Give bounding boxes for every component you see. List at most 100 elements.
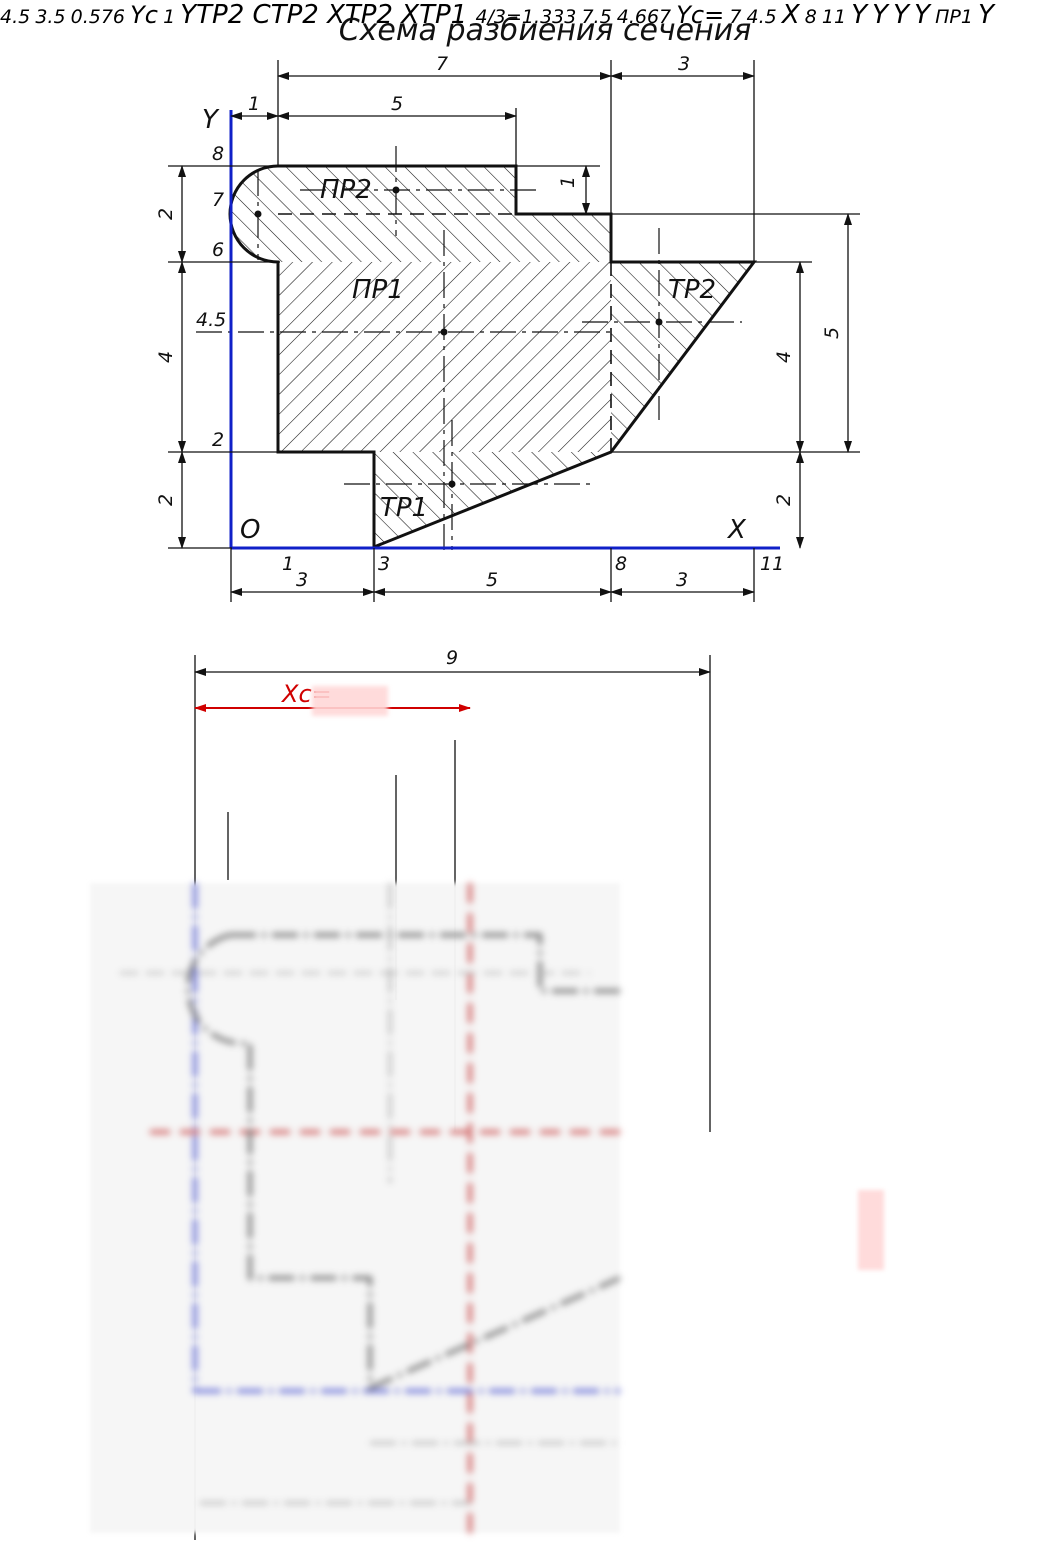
redacted-xc-value <box>312 686 388 716</box>
dimension-value: 4.667 <box>616 6 672 28</box>
centroid-point <box>448 480 456 488</box>
dimension-value: 4 <box>773 351 795 363</box>
section-outline <box>228 164 758 550</box>
y-tick-label: 4.5 <box>196 309 226 331</box>
centroid-point <box>440 328 448 336</box>
top-diagram: ПР1 ПР2 ТР1 ТР2 Y X O 7 3 1 5 <box>155 53 860 602</box>
x-tick-label: 3 <box>378 553 390 575</box>
region-label: ТР2 <box>668 275 716 305</box>
dimension-value: 5 <box>821 327 843 339</box>
x-tick-label: 11 <box>760 553 784 575</box>
dimension-value: 4/3=1.333 <box>475 6 577 28</box>
region-label: ПР1 <box>352 275 404 305</box>
axis-letter: Y <box>180 0 197 30</box>
region-label: ПР2 <box>320 175 372 205</box>
origin-label: O <box>240 515 260 545</box>
region-label: ТР1 <box>380 493 428 523</box>
centroid-point <box>655 318 663 326</box>
dimension-value: 7 <box>436 53 448 75</box>
subscript: TP2 <box>344 0 393 30</box>
dimension-value: 5 <box>486 569 498 591</box>
centroid-point <box>254 210 262 218</box>
dimension-value: 4.5 <box>0 6 31 28</box>
y-tp2-label: YTP2 <box>180 0 252 30</box>
dimension-value: 4.5 <box>746 6 777 28</box>
partial-label: Y <box>893 0 910 30</box>
yc-axis: Yc 1 YTP2 CTP2 XTP2 XTP1 <box>90 0 994 1533</box>
dimension-value: 7.5 <box>581 6 612 28</box>
section-outline: 1 YTP2 CTP2 XTP2 XTP1 4/3=1.333 7.5 4.66… <box>90 0 994 1533</box>
dimension-value: 2 <box>773 494 795 506</box>
x-tick-label: 1 <box>282 553 294 575</box>
dimension-line: 7.5 4.667 Yc= 7 4.5 X 8 11 Y Y Y Y ПР1 Y <box>90 0 994 1533</box>
dimension-line: 7 4.5 X 8 11 Y Y Y Y ПР1 Y const data = … <box>90 0 994 1533</box>
dimension-line: 4.5 X 8 11 Y Y Y Y ПР1 Y const data = JS… <box>90 0 994 1533</box>
centroid-point <box>392 186 400 194</box>
half-circle-fill <box>230 166 278 262</box>
extension-line: 4/3=1.333 7.5 4.667 Yc= 7 4.5 X 8 11 Y Y… <box>90 0 994 1533</box>
dimension-value: 1 <box>163 6 176 28</box>
x-tick-label: 8 <box>804 6 817 28</box>
dimension-line: 7.5 4.667 Yc= 7 4.5 X 8 11 Y Y Y Y ПР1 Y <box>90 0 994 1533</box>
drawing-title: Схема разбиения сечения <box>339 13 752 48</box>
dimension-value: 1 <box>557 176 579 188</box>
x-tick-label: 11 <box>821 6 847 28</box>
centroid-point: 1 YTP2 CTP2 XTP2 XTP1 4/3=1.333 7.5 4.66… <box>90 0 994 1533</box>
dimension-value: 7 <box>729 6 742 28</box>
extension-line: 4/3=1.333 7.5 4.667 Yc= 7 4.5 X 8 11 Y Y… <box>90 0 994 1533</box>
dimension-value: 5 <box>391 93 403 115</box>
dimension-value: 0.576 <box>70 6 126 28</box>
y-tick-label: 8 <box>212 143 224 165</box>
dimension-line: 0.576 Yc 1 YTP2 CTP2 XTP2 XTP1 <box>70 0 994 1533</box>
dimension-value: 1 <box>248 93 260 115</box>
axis-letter: C <box>252 0 271 30</box>
x-tick-label: 8 <box>615 553 627 575</box>
x-tp2-label: XTP2 <box>327 0 401 30</box>
xc-axis: 1 YTP2 CTP2 XTP2 XTP1 4/3=1.333 7.5 4.66… <box>90 0 994 1533</box>
axis-letter: X <box>327 0 345 30</box>
divider-line: 1 YTP2 CTP2 XTP2 XTP1 4/3=1.333 7.5 4.66… <box>90 0 994 1533</box>
yc-dimension-line: Yc= 7 4.5 X 8 11 Y Y Y Y ПР1 Y const dat… <box>90 0 994 1533</box>
axis-letter: X <box>401 0 420 30</box>
partial-label: Y <box>872 0 889 30</box>
y-axis-label: Y <box>202 105 220 135</box>
extension-line: 4/3=1.333 7.5 4.667 Yc= 7 4.5 X 8 11 Y Y… <box>90 0 994 1533</box>
subscript: TP1 <box>419 0 468 30</box>
y-axis-label: Y <box>851 0 868 30</box>
dimension-line: 4/3=1.333 7.5 4.667 Yc= 7 4.5 X 8 11 Y Y… <box>90 0 994 1533</box>
c-tp2-label: CTP2 <box>253 0 328 30</box>
dimension-value: 2 <box>155 494 177 506</box>
center-line: 1 YTP2 CTP2 XTP2 XTP1 4/3=1.333 7.5 4.66… <box>90 0 994 1533</box>
blurred-outline <box>185 933 621 1392</box>
partial-label: Y <box>978 0 994 30</box>
leader-line: 4/3=1.333 7.5 4.667 Yc= 7 4.5 X 8 11 Y Y… <box>90 0 994 1533</box>
dimension-value: 3.5 <box>35 6 66 28</box>
dimension-line: 3.5 0.576 Yc 1 YTP2 CTP2 XTP2 <box>35 0 994 1533</box>
blurred-area <box>90 883 621 1533</box>
partial-label-sub: ПР1 <box>935 6 973 28</box>
dimension-line: 4.667 Yc= 7 4.5 X 8 11 Y Y Y Y ПР1 Y con… <box>90 0 994 1533</box>
x-axis-label: X <box>726 515 747 545</box>
dimension-line: 0.576 Yc 1 YTP2 CTP2 XTP2 XTP1 <box>70 0 994 1533</box>
yc-axis-label: Yc <box>130 1 158 29</box>
extension-line: 4/3=1.333 7.5 4.667 Yc= 7 4.5 X 8 11 Y Y… <box>90 0 994 1533</box>
y-tick-label: 7 <box>212 189 224 211</box>
yc-label: Yc= <box>676 1 725 29</box>
x-tp1-label: XTP1 <box>401 0 475 30</box>
y-tick-label: 6 <box>212 239 224 261</box>
dimension-line: 1 YTP2 CTP2 XTP2 XTP1 4/3=1.333 7.5 4.66… <box>90 0 994 1533</box>
dimension-value: 9 <box>446 647 458 669</box>
divider-line: 1 YTP2 CTP2 XTP2 XTP1 4/3=1.333 7.5 4.66… <box>90 0 994 1533</box>
dimension-value: 4 <box>155 351 177 363</box>
x-axis-label: X <box>781 0 800 30</box>
center-line: 1 YTP2 CTP2 XTP2 XTP1 4/3=1.333 7.5 4.66… <box>90 0 994 1533</box>
partial-label: Y <box>914 0 931 30</box>
extension-line: 1 YTP2 CTP2 XTP2 XTP1 4/3=1.333 7.5 4.66… <box>90 0 994 1533</box>
subscript: TP2 <box>270 0 319 30</box>
dimension-value: 3 <box>676 569 688 591</box>
dimension-line: 4.5 3.5 0.576 Yc 1 YTP2 CTP2 XTP2 <box>0 0 994 1533</box>
x-axis: X 8 11 Y Y Y Y ПР1 Y const data = JSON.p… <box>90 0 994 1533</box>
redacted-yc-value <box>858 1190 884 1270</box>
dimension-value: 2 <box>155 208 177 220</box>
